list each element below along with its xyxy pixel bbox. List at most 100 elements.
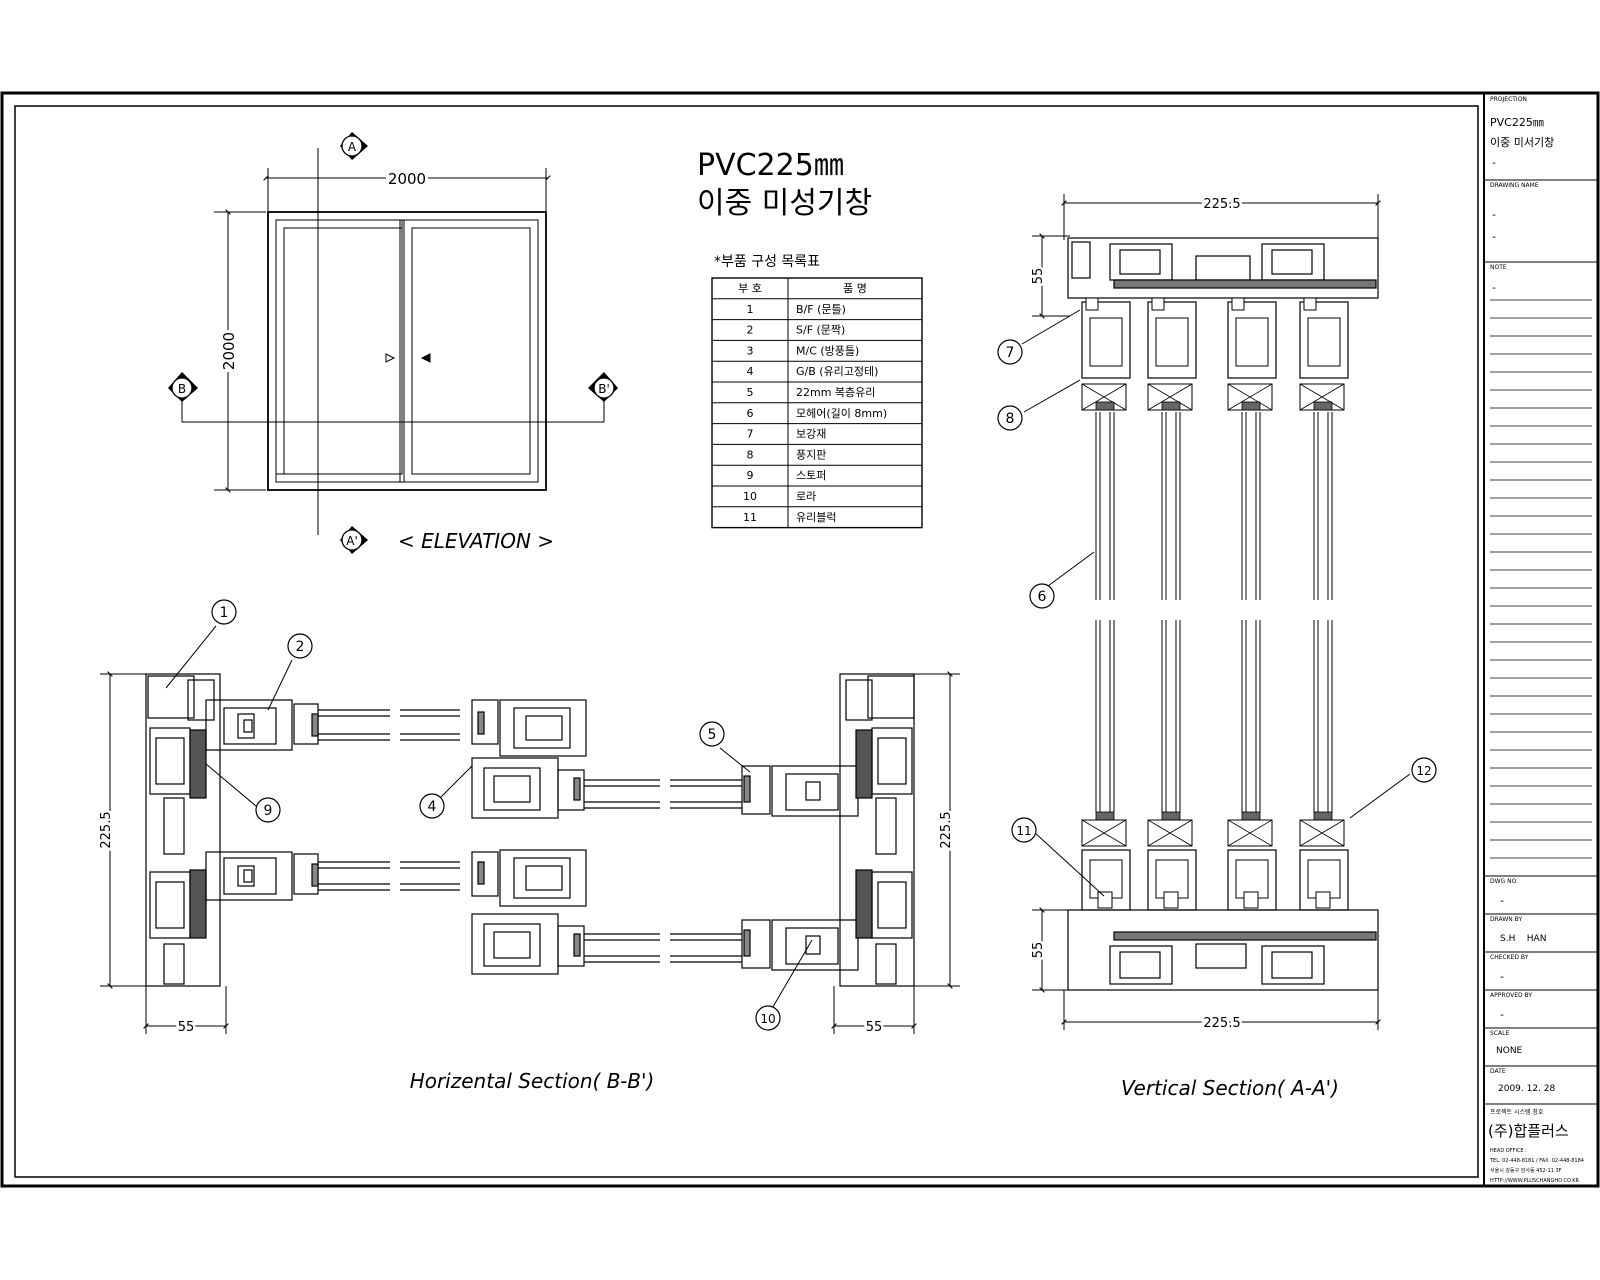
vsec-callout-group: 7 8 6 11 12 xyxy=(997,339,1437,843)
table-cell-name: B/F (문틀) xyxy=(796,303,846,316)
table-cell-no: 1 xyxy=(747,303,754,316)
tb-note-value: - xyxy=(1492,281,1496,294)
tb-scale-label: SCALE xyxy=(1490,1030,1509,1037)
table-cell-name: G/B (유리고정테) xyxy=(796,365,878,378)
vsec-top-height-dim: 55 xyxy=(1031,268,1046,285)
callout-6: 6 xyxy=(1029,583,1055,609)
elevation-height-dim: 2000 xyxy=(220,332,238,370)
table-cell-name: 풍지판 xyxy=(796,448,826,461)
svg-text:10: 10 xyxy=(760,1012,775,1026)
callout-2: 2 xyxy=(287,633,313,659)
callout-8: 8 xyxy=(997,405,1023,431)
table-cell-no: 9 xyxy=(747,469,754,482)
tb-dwg-no: - xyxy=(1500,894,1504,907)
table-cell-name: 모헤어(길이 8mm) xyxy=(796,407,887,420)
outer-border xyxy=(0,91,1600,1188)
tb-checked-by: - xyxy=(1500,970,1504,983)
tb-company: (주)합플러스 xyxy=(1488,1122,1569,1140)
tb-projection-label: PROJECTION xyxy=(1490,96,1527,103)
title-block xyxy=(1483,93,1598,1186)
marker-a: A xyxy=(340,132,368,160)
marker-b-prime: B' xyxy=(588,372,618,402)
horizontal-section-caption: Horizental Section( B-B') xyxy=(410,1069,655,1093)
tb-drawing-name-2: - xyxy=(1492,230,1496,243)
tb-tel: TEL. 02-448-8181 / FAX. 02-448-8184 xyxy=(1489,1158,1584,1164)
table-header-no: 부 호 xyxy=(738,282,762,295)
table-cell-name: 로라 xyxy=(796,490,816,503)
vsec-bottom-width-dim: 225.5 xyxy=(1203,1016,1240,1031)
svg-text:B': B' xyxy=(598,382,610,396)
callout-7: 7 xyxy=(997,339,1023,365)
svg-text:11: 11 xyxy=(1016,824,1031,838)
tb-approved-by-label: APPROVED BY xyxy=(1490,992,1532,999)
drawing-title-line2: 이중 미성기창 xyxy=(697,186,872,221)
table-cell-name: S/F (문짝) xyxy=(796,324,845,337)
table-cell-no: 3 xyxy=(747,344,754,357)
table-header-name: 품 명 xyxy=(843,282,867,295)
tb-drawing-name-label: DRAWING NAME xyxy=(1490,182,1539,189)
callout-12: 12 xyxy=(1411,757,1437,783)
svg-text:4: 4 xyxy=(428,799,437,815)
table-cell-no: 7 xyxy=(747,428,754,441)
svg-text:2: 2 xyxy=(296,639,305,655)
tb-date: 2009. 12. 28 xyxy=(1498,1084,1556,1094)
svg-text:5: 5 xyxy=(708,727,717,743)
table-cell-no: 6 xyxy=(747,407,754,420)
tb-date-label: DATE xyxy=(1490,1068,1506,1075)
parts-table: 부 호 품 명 1 B/F (문틀) 2 S/F (문짝) 3 M/C (방풍틀) 4 G/B (… xyxy=(711,277,923,529)
vsec-top-width-dim: 225.5 xyxy=(1203,197,1240,212)
svg-text:1: 1 xyxy=(220,605,229,621)
marker-b: B xyxy=(168,372,198,402)
svg-text:9: 9 xyxy=(264,803,273,819)
tb-scale: NONE xyxy=(1496,1046,1523,1056)
table-cell-no: 11 xyxy=(743,511,757,524)
drawing-title-line1: PVC225㎜ xyxy=(697,148,844,183)
tb-project-name: PVC225㎜ xyxy=(1490,116,1544,129)
table-cell-no: 4 xyxy=(747,365,754,378)
svg-text:7: 7 xyxy=(1006,345,1015,361)
tb-drawing-name-1: - xyxy=(1492,208,1496,221)
svg-text:B: B xyxy=(178,382,186,396)
tb-address: 서울시 강동구 암사동 452-11 3F xyxy=(1490,1167,1562,1174)
hsec-left-width-dim: 55 xyxy=(178,1020,195,1035)
tb-project-sub: 이중 미서기창 xyxy=(1490,136,1554,149)
tb-drawn-by-label: DRAWN BY xyxy=(1490,916,1522,923)
tb-project-dash: - xyxy=(1492,156,1496,169)
svg-text:8: 8 xyxy=(1006,411,1015,427)
elevation-label: < ELEVATION > xyxy=(398,529,554,553)
marker-a-prime: A' xyxy=(340,526,368,554)
tb-drawn-by: S.H HAN xyxy=(1500,934,1546,944)
svg-text:A': A' xyxy=(346,534,358,548)
svg-text:A: A xyxy=(348,140,357,154)
vertical-section-caption: Vertical Section( A-A') xyxy=(1121,1076,1339,1100)
vertical-section xyxy=(1032,194,1381,1030)
table-cell-name: 보강재 xyxy=(796,428,826,441)
table-cell-no: 8 xyxy=(747,448,754,461)
callout-1: 1 xyxy=(211,599,237,625)
svg-text:6: 6 xyxy=(1038,589,1047,605)
tb-company-pre: 프로젝트 시스템 창호 xyxy=(1490,1108,1544,1116)
elevation-view xyxy=(181,148,605,535)
horizontal-section xyxy=(100,671,960,1034)
callout-5: 5 xyxy=(699,721,725,747)
table-cell-name: 22mm 복층유리 xyxy=(796,386,875,399)
callout-4: 4 xyxy=(419,793,445,819)
tb-checked-by-label: CHECKED BY xyxy=(1490,954,1529,961)
hsec-right-width-dim: 55 xyxy=(866,1020,883,1035)
table-cell-no: 5 xyxy=(747,386,754,399)
callout-11: 11 xyxy=(1011,817,1037,843)
hsec-callout-group: 1 2 9 4 5 10 xyxy=(211,599,781,1031)
table-cell-name: 스토퍼 xyxy=(796,469,826,482)
elevation-width-dim: 2000 xyxy=(388,170,426,188)
table-cell-no: 2 xyxy=(747,324,754,337)
tb-dwg-no-label: DWG NO. xyxy=(1490,878,1518,885)
hsec-left-height-dim: 225.5 xyxy=(99,811,114,848)
tb-office-label: HEAD OFFICE : xyxy=(1490,1148,1527,1154)
callout-9: 9 xyxy=(255,797,281,823)
tb-note-label: NOTE xyxy=(1490,264,1507,271)
inner-border xyxy=(14,105,1479,1178)
vsec-bottom-height-dim: 55 xyxy=(1031,942,1046,959)
table-cell-name: M/C (방풍틀) xyxy=(796,344,859,357)
hsec-right-height-dim: 225.5 xyxy=(939,811,954,848)
tb-approved-by: - xyxy=(1500,1008,1504,1021)
